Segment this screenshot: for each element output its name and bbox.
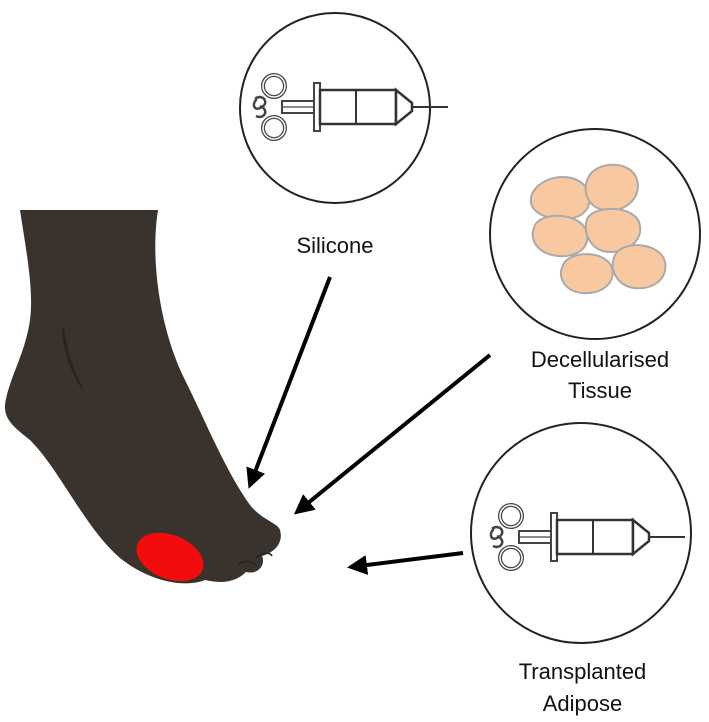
decellularised-tissue-circle	[489, 128, 701, 340]
syringe-icon	[488, 503, 687, 571]
silicone-arrow	[246, 276, 332, 489]
decellularised-arrow	[293, 353, 492, 515]
transplanted-label-line2: Adipose	[542, 691, 623, 716]
silicone-circle	[239, 12, 450, 204]
tissue-cells-icon	[530, 163, 667, 295]
decellularised-tissue-label: Decellularised Tissue	[500, 346, 700, 405]
transplanted-adipose-label: Transplanted Adipose	[485, 658, 680, 718]
foot-crease	[62, 327, 83, 389]
decellularised-label-line2: Tissue	[568, 378, 632, 403]
adipose-arrow	[347, 551, 464, 575]
syringe-icon	[251, 73, 450, 141]
foot-silhouette	[4, 210, 281, 584]
toe-line	[237, 560, 257, 567]
transplanted-adipose-circle	[470, 422, 692, 644]
silicone-label: Silicone	[270, 232, 400, 260]
ulcer-marker	[136, 532, 204, 582]
silicone-label-text: Silicone	[296, 233, 374, 258]
toe-line	[255, 552, 273, 559]
decellularised-label-line1: Decellularised	[530, 347, 670, 372]
foot-icon	[4, 210, 281, 584]
transplanted-label-line1: Transplanted	[518, 659, 647, 684]
